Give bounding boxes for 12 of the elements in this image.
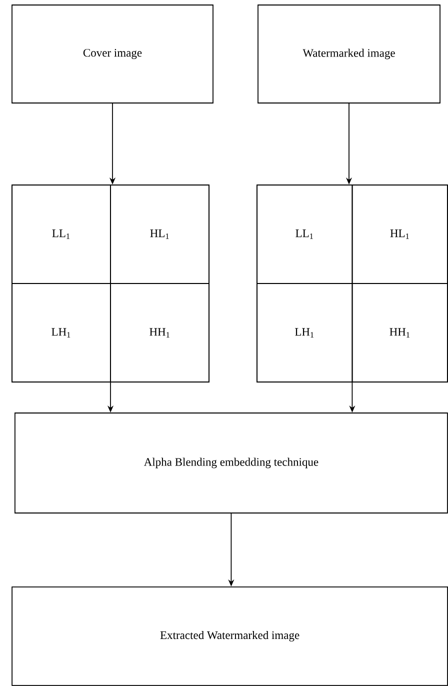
process-box: Alpha Blending embedding technique [14, 412, 448, 514]
subband-cell: HL$_{1}$ [352, 184, 448, 284]
process-box: Watermarked image [258, 4, 440, 104]
subband-cell: LL$_{1}$ [12, 184, 111, 284]
subband-cell: LH$_{1}$ [256, 283, 353, 382]
process-box: Extracted Watermarked image [12, 586, 448, 686]
subband-cell: HH$_{1}$ [110, 283, 210, 382]
subband-cell: LL$_{1}$ [256, 184, 353, 284]
subband-cell: HL$_{1}$ [110, 184, 210, 284]
subband-cell: LH$_{1}$ [12, 283, 111, 382]
subband-cell: HH$_{1}$ [352, 283, 448, 382]
process-box: Cover image [12, 4, 214, 104]
